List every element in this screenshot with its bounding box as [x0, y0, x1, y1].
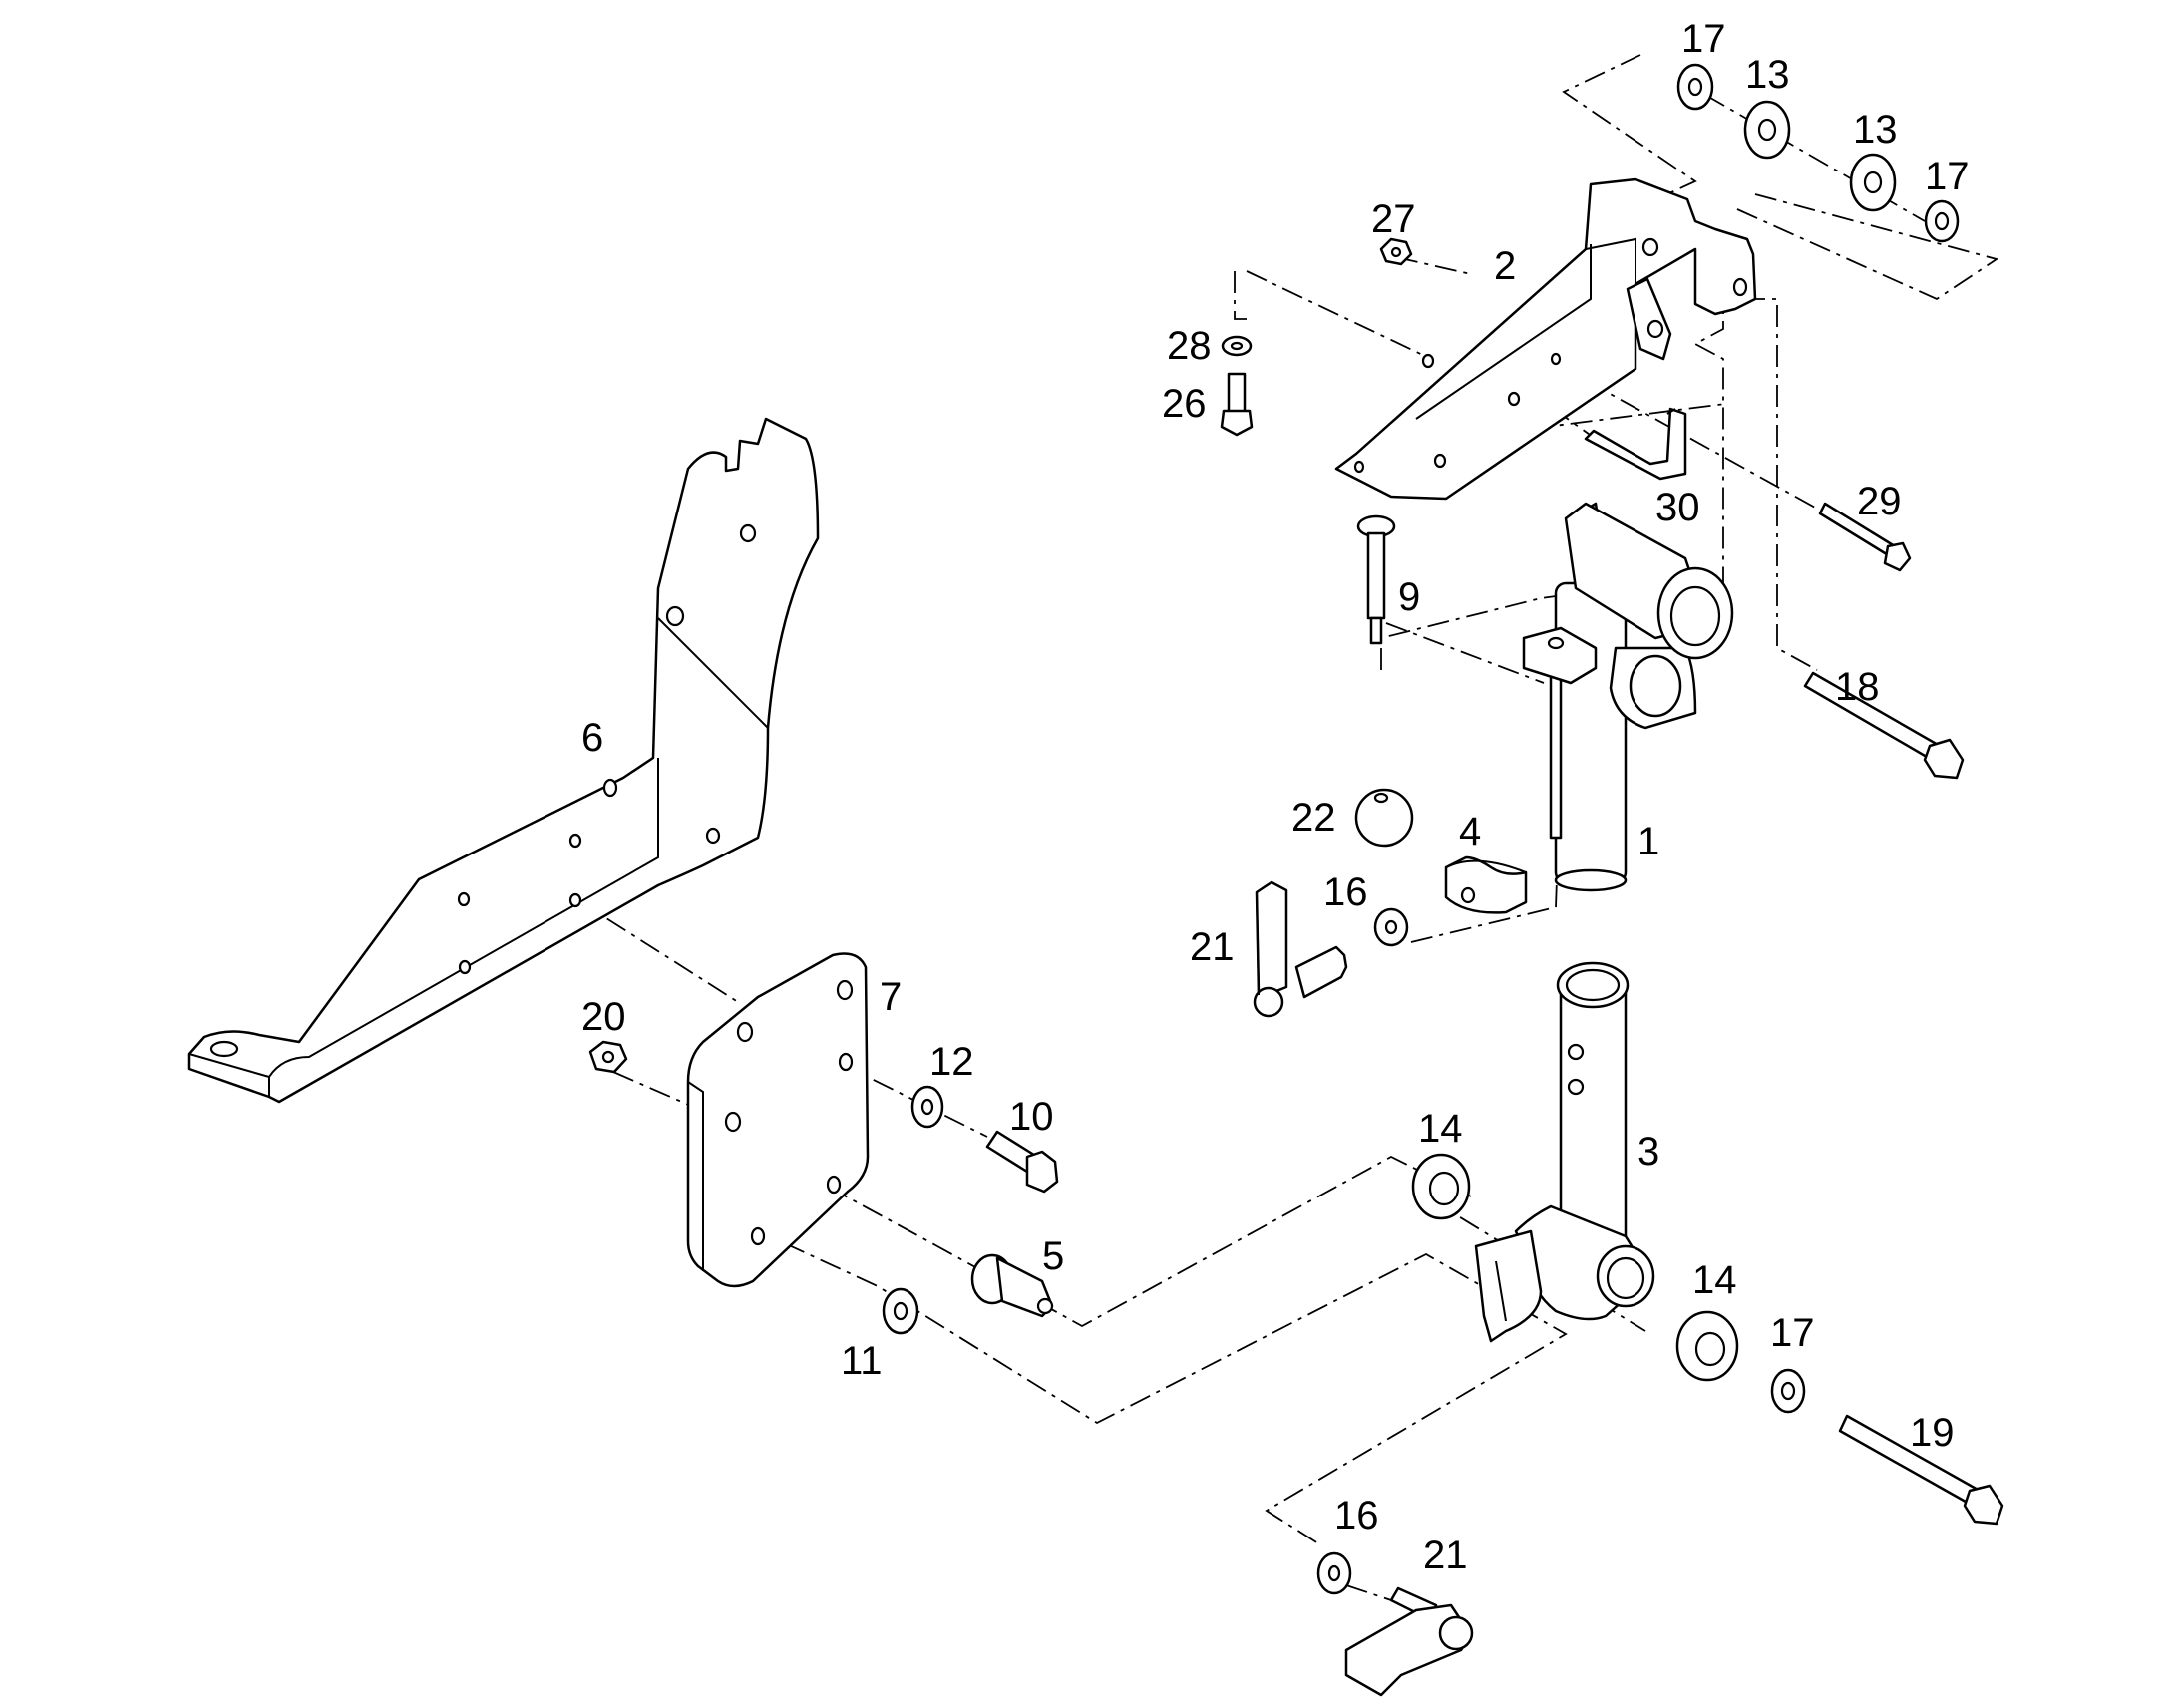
callout-9: 9	[1398, 575, 1420, 619]
pin-part-5	[970, 1253, 1054, 1318]
pin-part-9	[1356, 514, 1396, 645]
callout-27: 27	[1371, 197, 1416, 241]
callout-5: 5	[1042, 1234, 1064, 1278]
bolt-part-26	[1220, 372, 1254, 437]
washer-part-11	[882, 1287, 919, 1335]
washer-part-28	[1221, 335, 1253, 357]
bearing-part-14-b	[1675, 1310, 1739, 1382]
callout-21: 21	[1190, 925, 1235, 969]
bolt-part-29	[1818, 502, 1912, 572]
bolt-part-10	[985, 1130, 1059, 1194]
washer-part-16-b	[1316, 1551, 1352, 1595]
callout-17: 17	[1770, 1311, 1815, 1355]
callout-10: 10	[1009, 1095, 1054, 1139]
bolt-part-19	[1838, 1414, 2004, 1526]
plate-part-7	[686, 952, 870, 1288]
callout-26: 26	[1162, 382, 1207, 426]
washer-part-12	[910, 1085, 944, 1129]
callout-2: 2	[1494, 244, 1516, 288]
housing-part-1	[1522, 502, 1734, 892]
callout-labels: 17 13 13 17 27 2 28 26 30 29 9 18 6 22 4…	[581, 17, 1970, 1577]
callout-14: 14	[1692, 1258, 1737, 1302]
saddle-part-4	[1444, 855, 1528, 914]
callout-30: 30	[1655, 486, 1700, 529]
nut-part-27	[1379, 237, 1413, 266]
bearing-part-14-a	[1411, 1153, 1471, 1220]
callout-17: 17	[1681, 17, 1726, 61]
callout-11: 11	[841, 1339, 883, 1383]
clip-part-30	[1584, 407, 1687, 481]
bolt-part-18	[1803, 671, 1965, 780]
assembly-lines	[572, 54, 1999, 1601]
callout-3: 3	[1637, 1130, 1659, 1174]
bracket-part-6	[187, 417, 820, 1104]
callout-16: 16	[1323, 870, 1368, 914]
bearing-part-13-a	[1743, 100, 1791, 160]
washer-part-17-bottom	[1770, 1368, 1806, 1414]
callout-18: 18	[1835, 665, 1880, 709]
callout-1: 1	[1637, 820, 1659, 863]
callout-17: 17	[1925, 155, 1970, 198]
post-part-3	[1474, 961, 1655, 1343]
handle-part-21-b	[1344, 1586, 1474, 1697]
bearing-part-13-b	[1849, 153, 1897, 212]
callout-13: 13	[1745, 53, 1790, 97]
callout-20: 20	[581, 995, 626, 1039]
callout-16: 16	[1334, 1494, 1379, 1537]
callout-22: 22	[1291, 796, 1336, 840]
callout-7: 7	[880, 975, 902, 1019]
knob-part-22	[1354, 788, 1414, 848]
nut-part-20	[588, 1040, 628, 1074]
callout-29: 29	[1857, 480, 1902, 523]
callout-12: 12	[929, 1040, 974, 1084]
callout-13: 13	[1853, 108, 1898, 152]
callout-21: 21	[1423, 1534, 1468, 1577]
washer-part-17-right	[1924, 199, 1960, 243]
handle-part-21-a	[1253, 880, 1348, 1018]
washer-part-16-a	[1373, 907, 1409, 947]
callout-19: 19	[1910, 1411, 1955, 1455]
callout-14: 14	[1418, 1107, 1463, 1151]
washer-part-17-top	[1676, 63, 1714, 111]
arm-part-2	[1334, 177, 1757, 501]
callout-4: 4	[1459, 810, 1481, 854]
callout-6: 6	[581, 716, 603, 760]
callout-28: 28	[1167, 324, 1212, 368]
